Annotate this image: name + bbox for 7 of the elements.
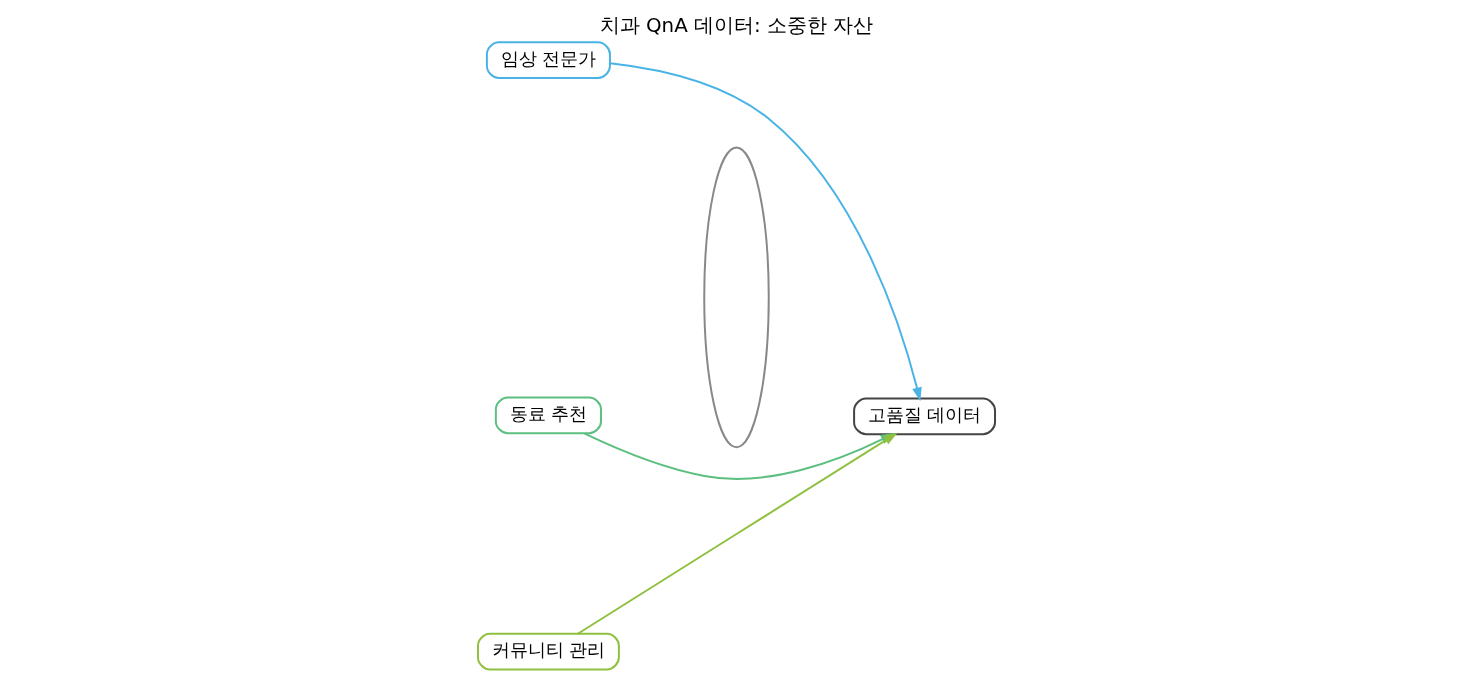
diagram-title: 치과 QnA 데이터: 소중한 자산 <box>599 14 873 38</box>
node-ellipse <box>702 146 770 449</box>
node-box: 고품질 데이터 <box>852 397 996 436</box>
node-box: 임상 전문가 <box>485 41 611 79</box>
node-box: 커뮤니티 관리 <box>476 632 620 671</box>
node-box: 동료 추천 <box>494 396 602 435</box>
arrow <box>608 62 922 402</box>
